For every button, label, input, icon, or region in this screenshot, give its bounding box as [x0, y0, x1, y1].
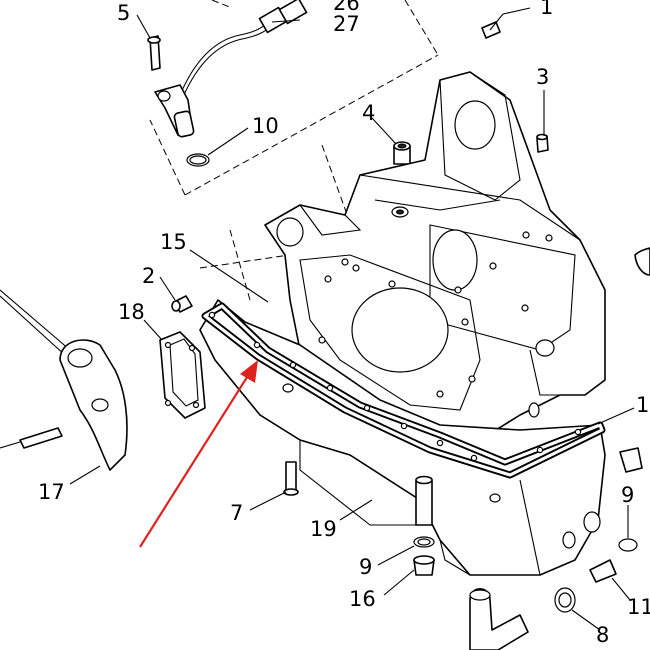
callout-9-bottom: 9: [359, 555, 372, 579]
oil-pan-gasket: [201, 302, 606, 479]
cover-plate-gasket: [159, 331, 206, 419]
callout-9-right: 9: [621, 483, 634, 507]
leader-lines: [69, 7, 635, 631]
small-parts: [171, 21, 549, 313]
callout-15: 15: [160, 230, 187, 254]
callout-18: 18: [118, 300, 145, 324]
highlight-arrow: [139, 360, 258, 548]
bent-pipe: [469, 587, 529, 650]
callout-1-right: 1: [636, 393, 649, 417]
callout-labels: 1 3 4 5 10 15 2 18 17 7 19 9 16 9 11 8 1…: [38, 0, 650, 647]
callout-3: 3: [536, 65, 549, 89]
callout-19: 19: [310, 517, 337, 541]
callout-5: 5: [117, 1, 130, 25]
callout-26: 26: [333, 0, 360, 15]
shift-fork: [0, 289, 128, 471]
speed-sensor-assembly: [147, 0, 308, 167]
callout-17: 17: [38, 480, 65, 504]
callout-16: 16: [349, 587, 376, 611]
callout-27: 27: [333, 12, 360, 36]
fasteners: [283, 247, 650, 613]
callout-11: 11: [627, 595, 650, 619]
callout-8: 8: [596, 623, 609, 647]
callout-2: 2: [142, 264, 155, 288]
transmission-housing: [264, 71, 606, 441]
callout-1-top: 1: [540, 0, 553, 19]
callout-7: 7: [230, 501, 243, 525]
callout-10: 10: [252, 114, 279, 138]
callout-4: 4: [362, 101, 375, 125]
